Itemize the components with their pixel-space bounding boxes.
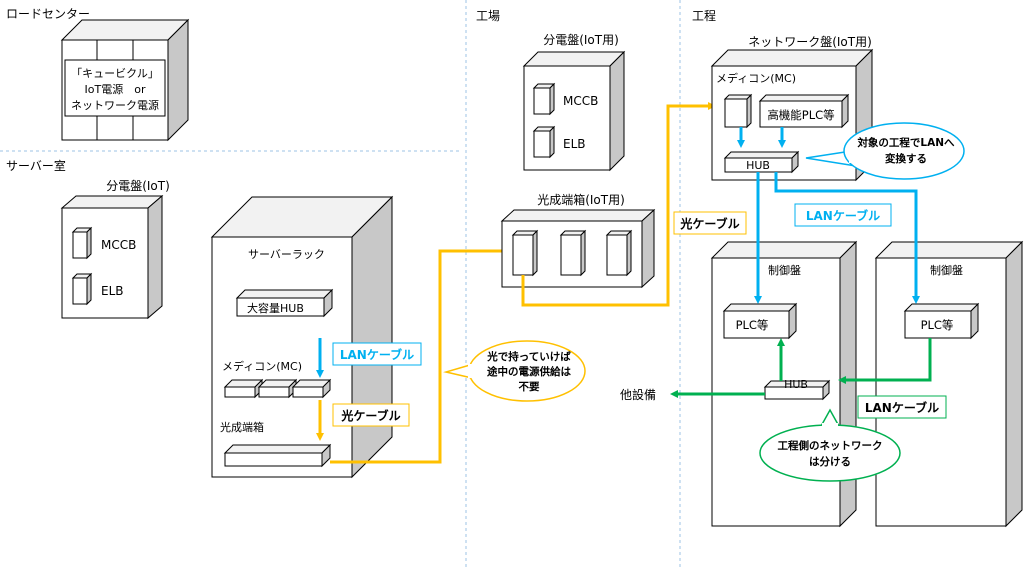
cubicle-note-line1: 「キュービクル」 xyxy=(71,67,159,80)
network-panel-mc xyxy=(723,93,753,129)
large-hub xyxy=(235,288,334,318)
lan-cable-top-label-box: LANケーブル xyxy=(794,203,892,227)
factory-distribution-panel xyxy=(522,50,626,172)
process-optical-cable-label: 光ケーブル xyxy=(679,216,739,231)
factory-mccb-label: MCCB xyxy=(563,94,598,108)
area-title-factory: 工場 xyxy=(476,9,500,23)
server-rack xyxy=(210,195,394,479)
area-title-server-room: サーバー室 xyxy=(6,158,66,173)
cubicle-note-line2: IoT電源 or xyxy=(85,82,146,96)
rack-optical-cable-label-box: 光ケーブル xyxy=(332,403,410,427)
server-optical-terminal xyxy=(223,443,332,468)
network-panel-mc-label: メディコン(MC) xyxy=(716,71,796,85)
cubicle xyxy=(60,18,190,142)
network-panel-hub-label: HUB xyxy=(746,159,770,172)
control-panel-2 xyxy=(874,240,1024,528)
cubicle-note-line3: ネットワーク電源 xyxy=(71,98,159,112)
rack-optical-cable-label: 光ケーブル xyxy=(340,408,400,423)
callout-lan-convert: 対象の工程でLANへ 変換する xyxy=(805,122,965,180)
lan-cable-bottom-label-box: LANケーブル xyxy=(857,395,947,419)
large-hub-label: 大容量HUB xyxy=(247,301,304,315)
callout-optical-line2: 途中の電源供給は xyxy=(487,365,571,378)
process-optical-cable-label-box: 光ケーブル xyxy=(673,211,747,235)
callout-lan-convert-line1: 対象の工程でLANへ xyxy=(856,136,955,149)
plc-1 xyxy=(722,302,798,340)
callout-separate-line2: は分ける xyxy=(809,455,851,468)
plc-2 xyxy=(903,302,980,340)
optical-cable-server-to-factory xyxy=(330,247,510,464)
area-dividers xyxy=(0,0,681,570)
server-terminal-label: 光成端箱 xyxy=(220,420,264,434)
server-mccb-label: MCCB xyxy=(101,238,136,252)
factory-terminal-title: 光成端箱(IoT用) xyxy=(537,192,625,207)
other-equipment-label: 他設備 xyxy=(620,387,656,402)
control-panel-2-title: 制御盤 xyxy=(930,263,963,277)
lan-cable-to-plc-2 xyxy=(774,172,920,304)
factory-optical-terminal xyxy=(500,208,656,289)
server-elb-label: ELB xyxy=(101,284,124,298)
callout-optical-note: 光で持っていけば 途中の電源供給は 不要 xyxy=(443,340,586,402)
plc-2-label: PLC等 xyxy=(921,318,954,332)
rack-lan-cable-label: LANケーブル xyxy=(340,347,414,362)
server-mc-label: メディコン(MC) xyxy=(222,359,302,373)
network-panel-hub xyxy=(723,150,800,174)
callout-lan-convert-line2: 変換する xyxy=(885,152,927,165)
callout-optical-line1: 光で持っていけば xyxy=(486,350,571,363)
server-media-converters xyxy=(223,378,332,399)
callout-optical-line3: 不要 xyxy=(519,381,540,393)
control-panel-1-title: 制御盤 xyxy=(768,263,801,277)
plc-1-label: PLC等 xyxy=(736,318,769,332)
lan-cable-bottom-label: LANケーブル xyxy=(865,400,939,415)
callout-separate-network: 工程側のネットワーク は分ける xyxy=(759,408,901,482)
rack-lan-cable-label-box: LANケーブル xyxy=(332,342,422,366)
area-title-load-center: ロードセンター xyxy=(6,7,90,21)
advanced-plc-label: 高機能PLC等 xyxy=(767,108,834,122)
server-panel-title: 分電盤(IoT) xyxy=(106,179,170,193)
server-distribution-panel xyxy=(60,194,164,320)
area-title-process: 工程 xyxy=(692,8,716,23)
green-plc-2-to-hub xyxy=(838,338,932,384)
factory-panel-title: 分電盤(IoT用) xyxy=(543,33,619,47)
server-rack-title: サーバーラック xyxy=(248,248,325,261)
optical-cable-factory-to-network-panel xyxy=(521,102,716,307)
control-panel-hub-label: HUB xyxy=(784,378,808,391)
lan-cable-top-label: LANケーブル xyxy=(806,208,880,223)
factory-elb-label: ELB xyxy=(563,137,586,151)
advanced-plc xyxy=(758,93,850,129)
callout-separate-line1: 工程側のネットワーク xyxy=(778,439,883,452)
network-panel-title: ネットワーク盤(IoT用) xyxy=(748,35,872,49)
